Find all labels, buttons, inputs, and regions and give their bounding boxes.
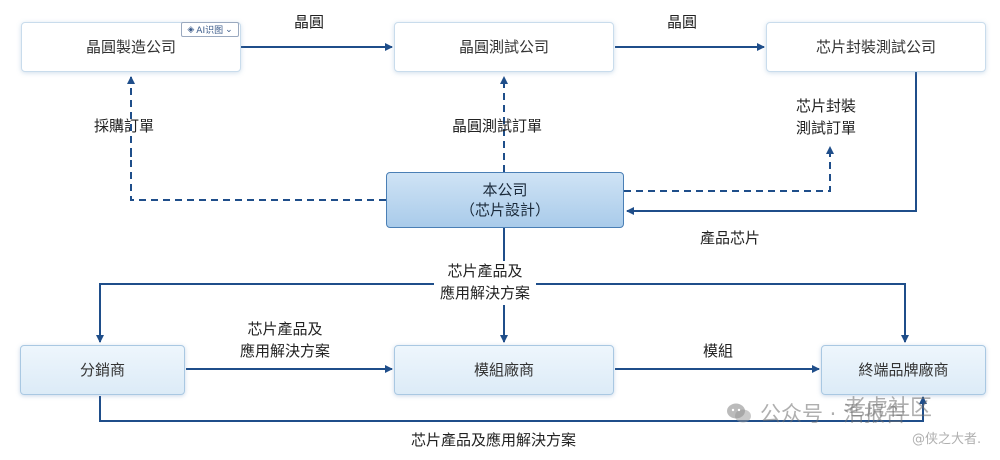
node-brand-vendor-label: 終端品牌廠商 [858,360,949,379]
label-wafer-test-order: 晶圓測試訂單 [452,117,543,135]
node-distributor-label: 分銷商 [79,360,125,379]
label-solutions-bottom: 芯片產品及應用解決方案 [411,431,577,449]
node-wafer-test-label: 晶圓測試公司 [458,37,549,56]
node-wafer-test: 晶圓測試公司 [394,22,614,72]
label-package-test-order-line2: 測試訂單 [796,118,857,137]
ai-badge-icon: ◈ [187,24,195,35]
ai-badge-label: AI识图 [196,26,224,36]
watermark-community: 老虎社区 [844,396,933,421]
edge-split-left [96,283,504,343]
watermark-account: 公众号 · 浩报告 [760,402,907,426]
node-package-test-label: 芯片封裝測試公司 [815,37,936,56]
label-wafer-1: 晶圓 [294,13,325,31]
chevron-down-icon: ⌄ [225,24,233,35]
edge-split-right [504,283,909,343]
label-solutions-distributor-line2: 應用解決方案 [240,341,331,360]
label-package-test-order-line1: 芯片封裝 [796,97,857,115]
label-product-chips: 產品芯片 [700,229,761,247]
node-module-vendor-label: 模組廠商 [473,360,534,379]
node-distributor: 分銷商 [20,345,185,395]
wechat-icon [727,403,751,423]
node-module-vendor: 模組廠商 [394,345,614,395]
node-foundry-label: 晶圓製造公司 [85,37,176,56]
edge-package-test-order [624,146,834,192]
label-solutions-distributor-line1: 芯片產品及 [247,320,323,338]
edge-package-to-company [626,72,917,215]
label-solutions-center-line1: 芯片產品及 [447,262,523,280]
label-modules: 模組 [703,342,734,360]
edge-distributor-to-brand [99,396,927,422]
watermark-author: @侠之大者. [912,432,982,447]
label-purchase-order: 採購訂單 [94,117,155,135]
node-company-subtitle: （芯片設計） [459,201,550,219]
node-company: 本公司 （芯片設計） [386,172,624,228]
node-company-title: 本公司 [482,180,528,199]
label-wafer-2: 晶圓 [667,13,698,31]
label-solutions-center-line2: 應用解決方案 [440,283,531,302]
label-solutions-distributor: 芯片產品及 應用解決方案 [240,319,330,363]
edge-purchase-order [127,76,386,201]
label-solutions-center: 芯片產品及 應用解決方案 [434,261,537,305]
node-brand-vendor: 終端品牌廠商 [821,345,986,395]
watermark: 公众号 · 浩报告 老虎社区 [726,396,932,428]
node-package-test: 芯片封裝測試公司 [766,22,986,72]
label-package-test-order: 芯片封裝 測試訂單 [796,96,856,140]
ai-image-badge[interactable]: ◈ AI识图 ⌄ [181,22,239,37]
